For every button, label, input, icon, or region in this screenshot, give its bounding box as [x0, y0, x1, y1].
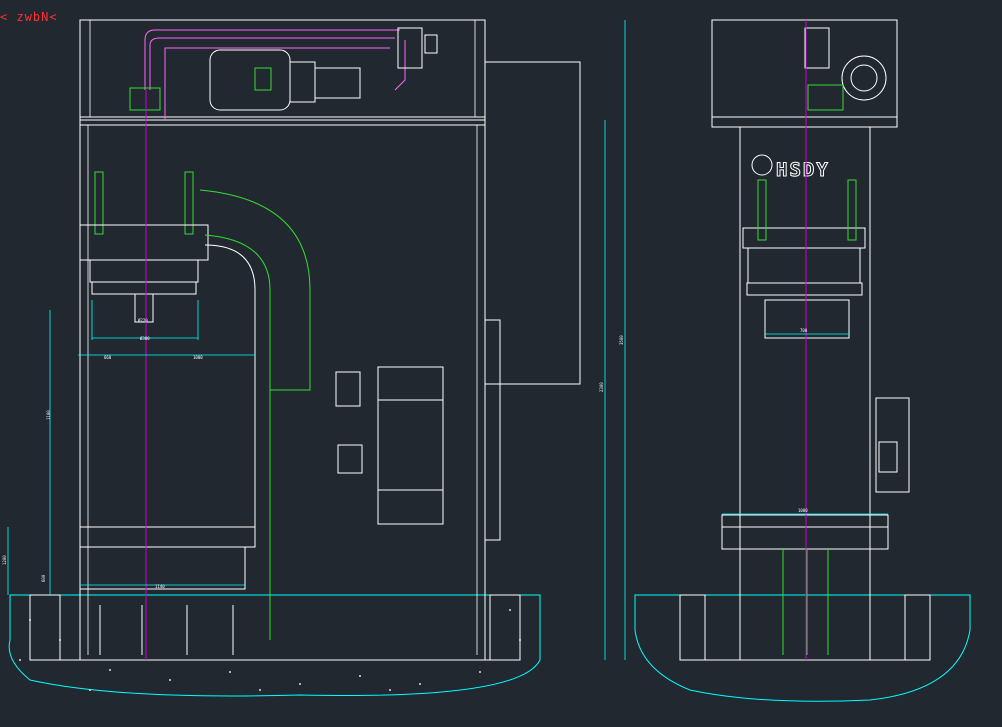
dim-label: 660 — [104, 355, 112, 360]
dim-label: 3500 — [619, 335, 624, 345]
dim-label: 600 — [41, 574, 46, 582]
dim-label: 1100 — [46, 410, 51, 420]
display-window — [335, 371, 361, 407]
valve-block — [397, 27, 423, 69]
brand-logo: HSDY — [776, 159, 830, 181]
front-press-body — [79, 124, 486, 661]
side-motor — [841, 55, 887, 101]
side-panel — [875, 397, 910, 493]
dim-label: Ø220 — [138, 318, 148, 323]
dim-label: 1140 — [155, 584, 165, 589]
frame-throat — [199, 189, 311, 391]
front-power-unit-frame — [79, 19, 486, 121]
side-column-frame — [739, 126, 871, 661]
dim-label: 1000 — [798, 508, 808, 513]
ram — [79, 224, 209, 261]
front-view: Ø220 Ø380 660 1000 1100 1200 600 1140 23… — [2, 19, 626, 697]
dim-label: 1000 — [193, 355, 203, 360]
brand-logo-mark — [751, 154, 773, 176]
front-foundation-outline — [8, 594, 541, 697]
motor — [209, 49, 291, 111]
viewport-label: < zwbN< — [0, 10, 58, 24]
side-cabinet — [484, 61, 581, 385]
side-foundation-outline — [634, 594, 971, 702]
control-panel — [377, 366, 444, 525]
hydraulic-pipe — [144, 29, 400, 90]
bed — [79, 526, 256, 548]
dim-label: Ø380 — [140, 336, 150, 341]
handle — [337, 444, 363, 474]
dim-label: 2300 — [599, 382, 604, 392]
dim-label: 1200 — [2, 555, 7, 565]
side-view: HSDY 700 1000 — [634, 19, 971, 702]
dim-label: 700 — [800, 328, 808, 333]
side-bed — [721, 514, 889, 528]
